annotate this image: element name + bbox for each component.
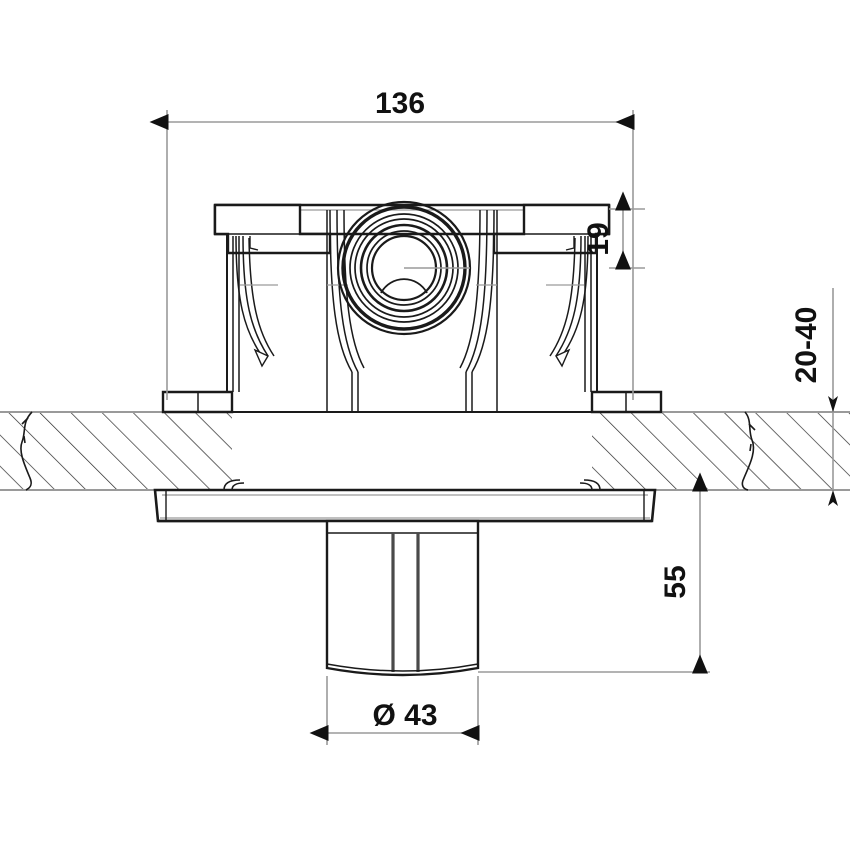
- dimension-label-136: 136: [375, 87, 425, 120]
- center-right-rib-lines: [459, 209, 498, 412]
- dimension-label-19: 19: [582, 222, 615, 255]
- right-flange-foot: [590, 390, 663, 414]
- outlet-spigot-pipe: [325, 519, 480, 677]
- base-flange-plate: [153, 488, 657, 523]
- dimension-label-diameter-43: Ø 43: [372, 699, 437, 732]
- dimension-label-55: 55: [659, 565, 692, 598]
- dimension-width-overall: 136: [149, 87, 635, 400]
- left-flange-foot: [161, 390, 234, 414]
- body-slab-fillets: [223, 479, 601, 491]
- left-internal-rib: [232, 235, 278, 392]
- dimension-height-upper-ring: 19: [582, 191, 645, 270]
- dimension-outlet-length: 55: [478, 472, 710, 674]
- center-left-rib-lines: [326, 209, 365, 412]
- dimension-label-20-40: 20-40: [790, 307, 823, 384]
- dimension-outlet-diameter: Ø 43: [309, 676, 480, 745]
- dimension-floor-thickness: 20-40: [790, 288, 838, 506]
- central-concentric-bore: [336, 200, 472, 336]
- hatched-floor-slab-section: [0, 410, 850, 492]
- right-internal-rib: [546, 235, 592, 392]
